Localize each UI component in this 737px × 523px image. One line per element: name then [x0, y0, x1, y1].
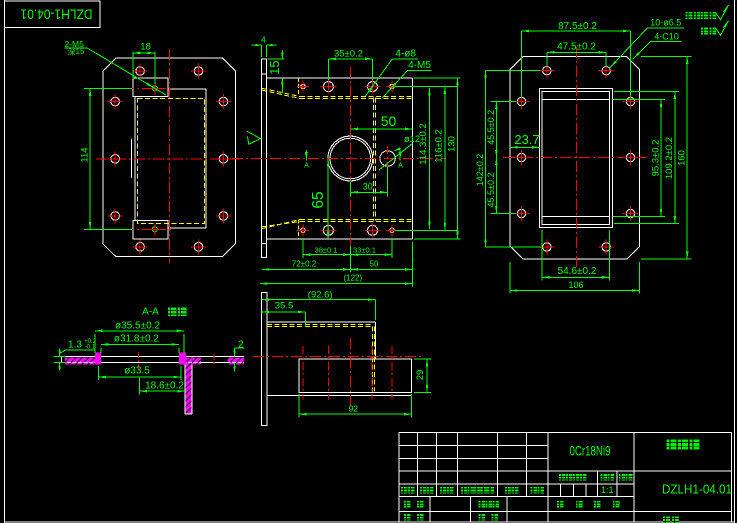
svg-text:106: 106	[568, 280, 583, 290]
svg-text:DZLH1-04.01: DZLH1-04.01	[21, 7, 93, 22]
svg-text:109.2±0.2: 109.2±0.2	[664, 137, 675, 179]
svg-text:33±0.1: 33±0.1	[353, 245, 376, 254]
svg-text:15: 15	[267, 60, 282, 74]
svg-text:29: 29	[415, 370, 426, 381]
svg-text:ø12: ø12	[404, 134, 420, 145]
svg-text:A: A	[304, 163, 309, 170]
svg-text:114: 114	[79, 147, 90, 162]
svg-text:2: 2	[238, 339, 244, 350]
svg-text:DZLH1-04.01: DZLH1-04.01	[662, 483, 732, 497]
svg-text:10-ø6.5: 10-ø6.5	[650, 18, 681, 28]
svg-text:92: 92	[349, 404, 359, 414]
svg-text:4-C10: 4-C10	[654, 32, 679, 42]
svg-text:47.5±0.2: 47.5±0.2	[557, 41, 596, 52]
svg-text:130: 130	[446, 136, 457, 152]
svg-text:18.6±0.2: 18.6±0.2	[145, 380, 184, 391]
svg-text:(92.6): (92.6)	[308, 290, 333, 301]
svg-text:-0.1: -0.1	[85, 345, 96, 351]
svg-text:A-A: A-A	[142, 306, 159, 317]
svg-text:23.7: 23.7	[514, 132, 539, 147]
svg-text:A: A	[398, 163, 403, 170]
svg-text:160: 160	[676, 150, 687, 166]
svg-text:(122): (122)	[343, 273, 362, 282]
svg-text:95.3±0.2: 95.3±0.2	[650, 140, 661, 177]
svg-text:87.5±0.2: 87.5±0.2	[558, 21, 597, 32]
svg-text:72±0.2: 72±0.2	[292, 260, 317, 269]
svg-text:142±0.2: 142±0.2	[475, 154, 485, 186]
svg-text:30: 30	[363, 181, 373, 191]
svg-text:2-M5: 2-M5	[65, 39, 85, 49]
svg-text:116±0.2: 116±0.2	[433, 129, 444, 163]
svg-text:54.6±0.2: 54.6±0.2	[558, 266, 597, 277]
svg-text:18: 18	[140, 42, 151, 53]
svg-text:ø31.8±0.2: ø31.8±0.2	[114, 334, 159, 345]
svg-text:1.3: 1.3	[68, 339, 82, 350]
svg-text:ø35.5±0.2: ø35.5±0.2	[115, 321, 160, 332]
svg-text:1:1: 1:1	[601, 485, 614, 495]
svg-text:50: 50	[370, 260, 379, 269]
svg-text:114.3±0.2: 114.3±0.2	[418, 123, 429, 165]
svg-text:35±0.2: 35±0.2	[334, 49, 363, 60]
svg-text:深15: 深15	[68, 47, 85, 56]
svg-text:38±0.1: 38±0.1	[315, 245, 338, 254]
svg-text:+0.2: +0.2	[84, 339, 97, 345]
svg-text:4-ø8: 4-ø8	[395, 48, 416, 59]
svg-text:35.5: 35.5	[275, 301, 294, 312]
svg-text:50: 50	[381, 113, 397, 129]
svg-text:4-M5: 4-M5	[408, 60, 431, 71]
svg-text:ø33.5: ø33.5	[124, 366, 150, 377]
svg-text:4: 4	[261, 35, 266, 45]
svg-text:45.5±0.2: 45.5±0.2	[486, 173, 496, 208]
svg-text:0Cr18Ni9: 0Cr18Ni9	[570, 443, 611, 459]
svg-text:45.5±0.2: 45.5±0.2	[486, 110, 496, 145]
svg-text:65: 65	[310, 191, 327, 208]
